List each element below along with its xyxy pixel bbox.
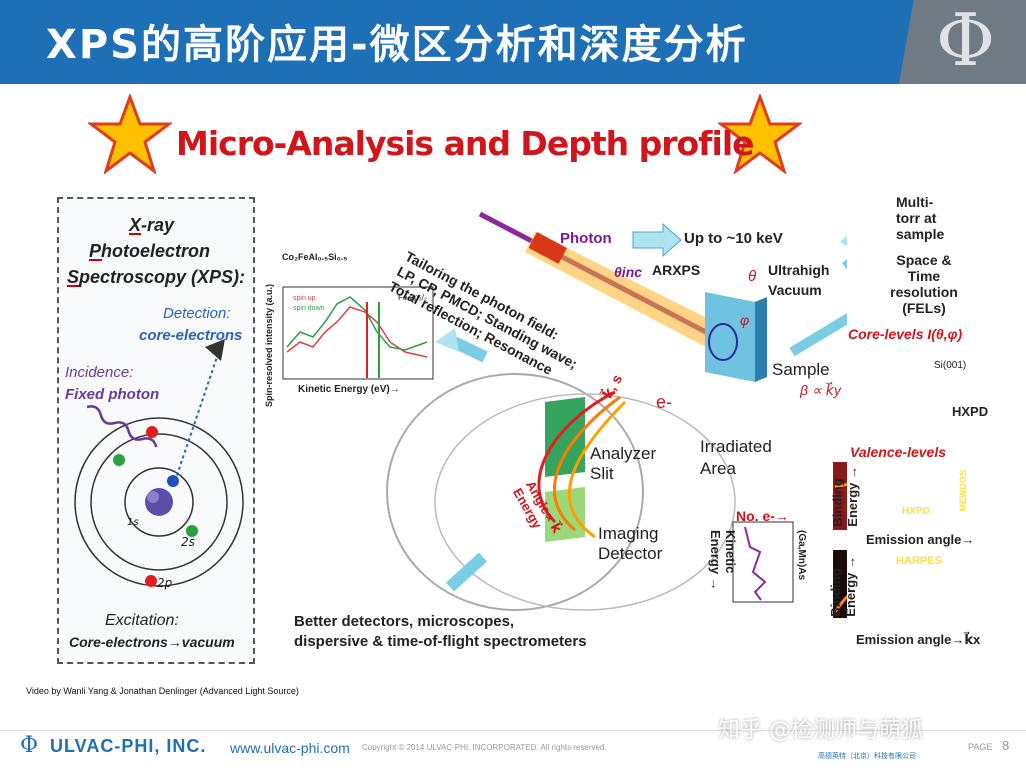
spin-plot-xlabel: Kinetic Energy (eV)→ — [298, 384, 400, 395]
detection-label: Detection: — [163, 305, 231, 322]
video-credit: Video by Wanli Yang & Jonathan Denlinger… — [26, 686, 299, 696]
ultrahigh-label: Ultrahigh — [768, 262, 830, 278]
orbital-2s: 2s — [181, 535, 195, 549]
valence-levels-label: Valence-levels — [850, 444, 946, 460]
orbital-1s: 1s — [127, 517, 139, 528]
analyzer-line: Slit — [590, 464, 614, 483]
space-time-line: Space & — [896, 252, 952, 268]
xps-atom-illustration: X-ray Photoelectron Spectroscopy (XPS): … — [65, 215, 245, 650]
harpes-label: HARPES — [896, 555, 942, 567]
analyzer-line: Analyzer — [590, 444, 657, 463]
footer-divider — [0, 730, 1026, 731]
binding-energy-line: Binding — [830, 478, 845, 527]
zhihu-watermark: 知乎 @检测师与萌狐 — [718, 718, 923, 743]
electron-label: e- — [656, 392, 673, 412]
footer-phi-icon: Φ — [20, 733, 39, 758]
space-time-line: (FELs) — [902, 300, 946, 316]
analyzer-slit-label: Analyzer Slit — [590, 444, 656, 484]
page-number: 8 — [1002, 738, 1010, 753]
kinetic-energy-line: Kinetic — [723, 530, 738, 574]
page-label: PAGE — [968, 742, 993, 752]
better-line: Better detectors, microscopes, — [294, 613, 515, 630]
emission-angle-label-1: Emission angle→ — [866, 532, 975, 547]
photon-label: Photon — [560, 230, 612, 247]
spin-down-legend: spin down — [293, 305, 325, 312]
beta-k-label: β ∝ k⃗y — [800, 382, 841, 398]
multi-torr-label: Multi- torr at sample — [896, 194, 944, 242]
irradiated-area-label: Irradiated Area — [700, 436, 772, 480]
imaging-line: Imaging — [598, 524, 659, 543]
header-logo-box: Φ — [914, 0, 1026, 84]
arxps-label: ARXPS — [652, 262, 701, 278]
header-bar: XPS的高阶应用-微区分析和深度分析 Φ — [0, 0, 1026, 84]
gamnas-label: (Ga,Mn)As — [796, 530, 807, 580]
binding-energy-label-1: Binding Energy → — [830, 466, 860, 527]
theta-label: θ — [748, 268, 757, 285]
star-icon-right — [718, 94, 802, 174]
up-to-label: Up to ~10 keV — [684, 230, 783, 247]
photon-source — [528, 232, 568, 264]
binding-energy-line: Energy → — [843, 556, 858, 617]
imaging-line: Detector — [598, 544, 663, 563]
cn-company-name: 高德英特（北京）科技有限公司 — [818, 753, 916, 760]
hxpd-small-label: HXPD — [902, 506, 930, 517]
footer-copyright: Copyright © 2014 ULVAC-PHI, INCORPORATED… — [362, 743, 607, 752]
gaas-label-2: GaAs(100) — [874, 612, 924, 623]
slide-subtitle: Micro-Analysis and Depth profile — [176, 124, 755, 163]
number-electrons-label: No. e-→ — [736, 508, 789, 524]
spin-up-legend: spin up — [293, 295, 316, 302]
detection-value: core-electrons — [139, 327, 242, 344]
theta-inc-label: θinc — [614, 264, 643, 280]
imaging-detector-label: Imaging Detector — [598, 524, 662, 564]
binding-energy-label-2: Binding Energy → — [828, 556, 858, 617]
phi-label: φ — [740, 312, 750, 328]
better-line: dispersive & time-of-flight spectrometer… — [294, 633, 587, 650]
vacuum-label: Vacuum — [768, 282, 822, 298]
better-detectors-label: Better detectors, microscopes, dispersiv… — [294, 612, 587, 652]
core-levels-label: Core-levels I(θ,φ) — [848, 326, 963, 342]
spin-plot-title: Co₂FeAl₀.₅Si₀.₅ — [282, 252, 348, 262]
irradiated-line: Irradiated — [700, 437, 772, 456]
xps-instrument-figure — [282, 211, 847, 618]
irradiated-line: Area — [700, 459, 736, 478]
orbital-2p: 2p — [157, 576, 173, 590]
spin-plot-ylabel: Spin-resolved intensity (a.u.) — [264, 284, 274, 408]
mewdos-label: MEWDOS — [958, 470, 968, 512]
xps-title-p: Photoelectron — [89, 241, 210, 261]
space-time-line: resolution — [890, 284, 958, 300]
footer-url[interactable]: www.ulvac-phi.com — [230, 740, 350, 756]
kinetic-energy-label: Kinetic Energy → — [708, 530, 738, 591]
phi-logo-icon: Φ — [936, 0, 996, 82]
slide-title: XPS的高阶应用-微区分析和深度分析 — [46, 22, 748, 68]
footer-brand: ULVAC-PHI, INC. — [50, 736, 207, 756]
binding-energy-line: Binding — [828, 568, 843, 617]
multi-torr-line: sample — [896, 226, 945, 242]
hxpd-label: HXPD — [952, 404, 989, 419]
multi-torr-line: torr at — [896, 210, 937, 226]
star-icon-left — [88, 94, 172, 174]
multi-torr-line: Multi- — [896, 194, 934, 210]
xps-title-s: Spectroscopy (XPS): — [67, 267, 245, 287]
gaas-label-1: GaAs(100) — [870, 466, 920, 477]
emission-angle-label-2: Emission angle→k⃗x — [856, 632, 981, 647]
xps-title-x: X-ray — [128, 215, 175, 235]
excitation-label: Excitation: — [105, 612, 179, 629]
space-time-line: Time — [907, 268, 941, 284]
si001-label: Si(001) — [934, 360, 967, 371]
sample-label: Sample — [772, 360, 830, 379]
incidence-value: Fixed photon — [65, 386, 159, 403]
kinetic-energy-line: Energy → — [708, 530, 723, 591]
excitation-value: Core-electrons→vacuum — [69, 634, 235, 650]
space-time-label: Space & Time resolution (FELs) — [884, 252, 964, 316]
binding-energy-line: Energy → — [845, 466, 860, 527]
incidence-label: Incidence: — [65, 364, 133, 381]
fe-peak-label: Fe 2p₃/₂ — [398, 293, 428, 302]
